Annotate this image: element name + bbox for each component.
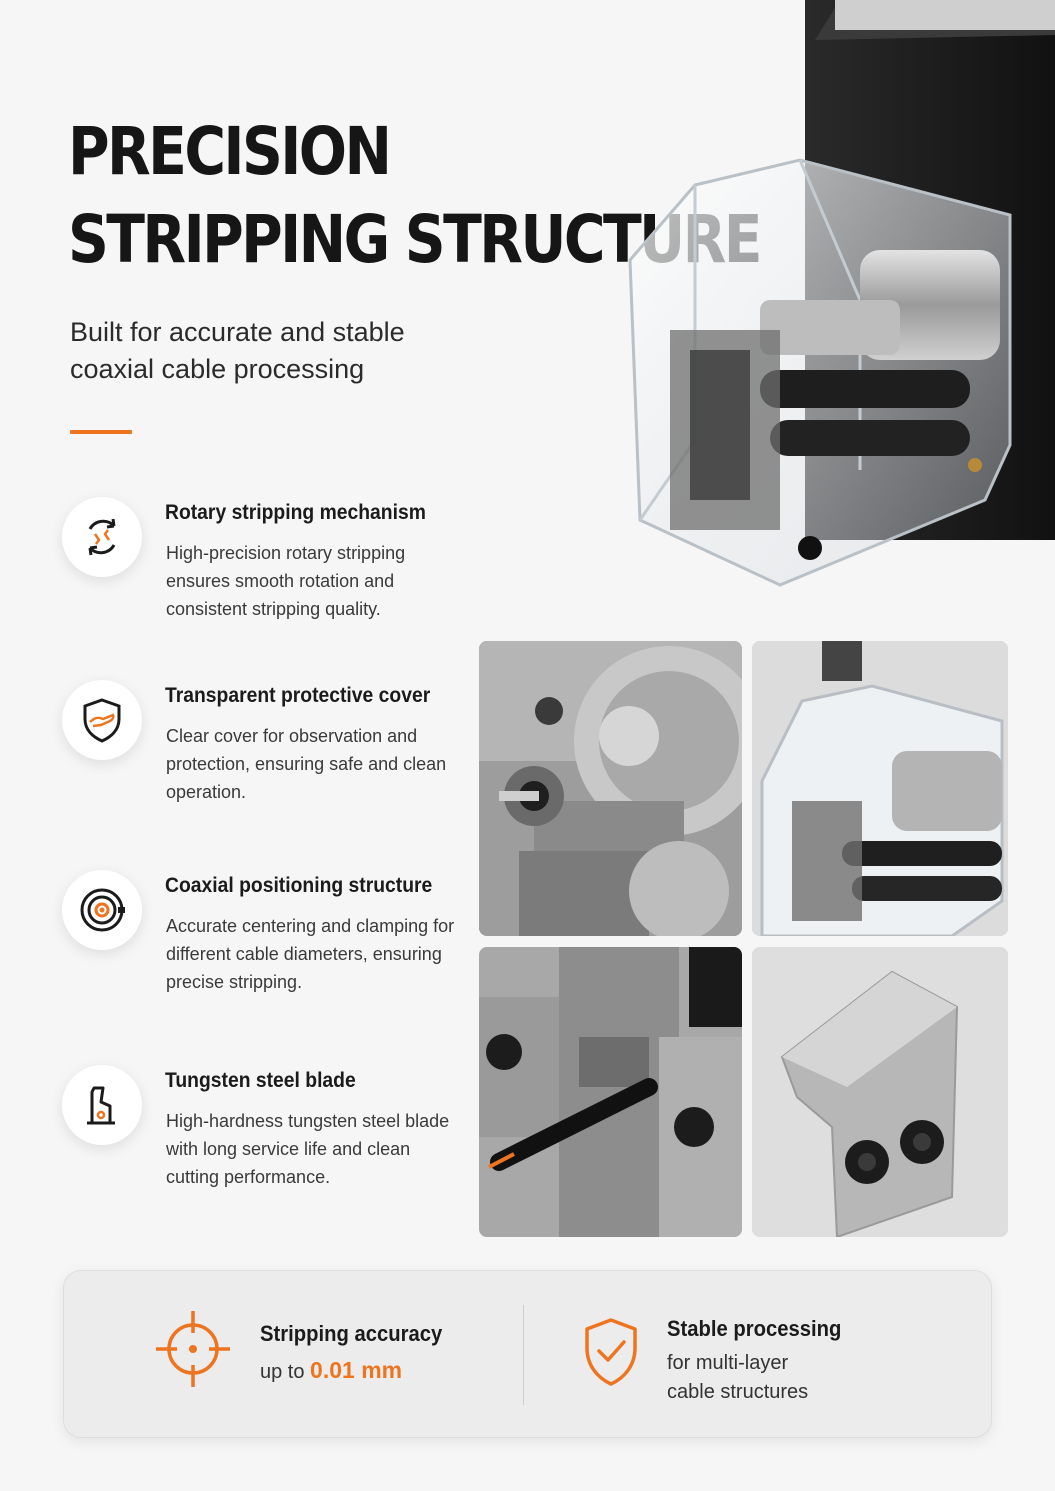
rotate-arrows-icon	[88, 518, 116, 556]
stat-stability-line-1: for multi-layer	[667, 1352, 789, 1374]
feature-title: Coaxial positioning structure	[165, 874, 433, 897]
feature-title: Transparent protective cover	[165, 684, 431, 707]
feature-description: Accurate centering and clamping for diff…	[166, 916, 455, 992]
accent-divider	[70, 430, 132, 434]
stat-accuracy-value: up to 0.01 mm	[260, 1357, 402, 1384]
stat-accuracy-title: Stripping accuracy	[260, 1321, 443, 1346]
photo-coaxial-clamp	[479, 947, 742, 1237]
crosshair-icon	[156, 1311, 230, 1387]
photo-rotary-head	[479, 641, 742, 936]
blade-icon	[87, 1086, 115, 1125]
feature-description: High-precision rotary stripping ensures …	[166, 543, 406, 619]
stat-accuracy-prefix: up to	[260, 1361, 311, 1383]
feature-title: Rotary stripping mechanism	[165, 501, 426, 524]
stat-accuracy-highlight: 0.01 mm	[310, 1357, 403, 1383]
feature-description: Clear cover for observation and protecti…	[166, 726, 447, 802]
stat-stability-title: Stable processing	[667, 1316, 842, 1341]
target-rings-icon	[80, 888, 125, 932]
page-subtitle: Built for accurate and stable coaxial ca…	[70, 317, 405, 384]
title-line-1: PRECISION	[68, 113, 392, 190]
shield-hand-icon	[83, 698, 121, 743]
photo-transparent-cover	[752, 641, 1008, 936]
stat-stability-line-2: cable structures	[667, 1381, 809, 1403]
stats-bar: Stripping accuracy up to 0.01 mm Stable …	[63, 1270, 992, 1438]
stats-divider	[523, 1305, 524, 1405]
photo-tungsten-blade	[752, 947, 1008, 1237]
hero-machine-image	[600, 0, 1055, 620]
shield-check-icon	[585, 1318, 637, 1386]
feature-title: Tungsten steel blade	[165, 1069, 356, 1092]
feature-description: High-hardness tungsten steel blade with …	[166, 1111, 450, 1187]
